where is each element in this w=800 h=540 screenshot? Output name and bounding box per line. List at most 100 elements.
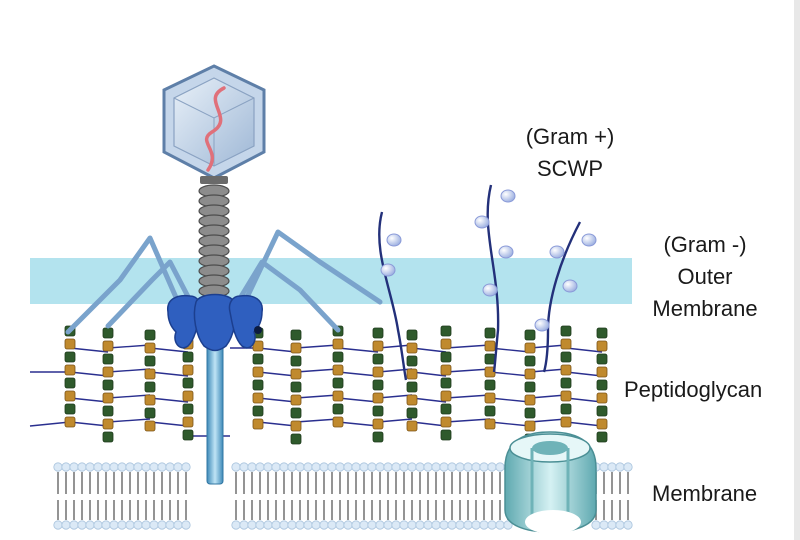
lipid-head <box>415 462 425 472</box>
scwp-bead <box>549 245 565 259</box>
peptide-block <box>596 392 608 404</box>
peptide-block <box>596 366 608 378</box>
glycan-block <box>290 433 302 445</box>
lipid-head <box>455 462 465 472</box>
peptide-block <box>102 418 114 430</box>
peptide-block <box>102 366 114 378</box>
peptide-block <box>252 392 264 404</box>
lipid-head <box>77 520 87 530</box>
page-edge <box>794 0 800 540</box>
glycan-block <box>440 403 452 415</box>
lipid-head <box>279 520 289 530</box>
peptide-block <box>372 340 384 352</box>
lipid-head <box>335 520 345 530</box>
peptide-block <box>290 368 302 380</box>
peptide-block <box>484 418 496 430</box>
peptide-crosslink <box>69 397 109 403</box>
lipid-head <box>431 520 441 530</box>
peptide-block <box>440 416 452 428</box>
peptide-crosslink <box>149 371 189 377</box>
glycan-block <box>440 429 452 441</box>
peptide-crosslink <box>337 397 379 403</box>
glycan-block <box>102 431 114 443</box>
gram-positive-text: (Gram +) <box>525 124 615 149</box>
glycan-block <box>290 329 302 341</box>
glycan-block <box>332 403 344 415</box>
glycan-block <box>372 379 384 391</box>
glycan-block <box>182 377 194 389</box>
glycan-block <box>64 403 76 415</box>
lipid-head <box>487 520 497 530</box>
glycan-block <box>182 403 194 415</box>
lipid-head <box>149 462 159 472</box>
glycan-block <box>290 381 302 393</box>
peptide-crosslink <box>529 418 567 423</box>
peptide-block <box>440 338 452 350</box>
peptide-block <box>182 390 194 402</box>
membrane-pore-protein <box>504 431 597 534</box>
peptide-block <box>372 392 384 404</box>
glycan-block <box>440 351 452 363</box>
glycan-block <box>102 327 114 339</box>
peptide-crosslink <box>565 371 603 377</box>
peptide-block <box>524 342 536 354</box>
glycan-block <box>440 377 452 389</box>
phage-tail-sheath <box>198 184 230 308</box>
lipid-head <box>327 520 337 530</box>
glycan-block <box>144 329 156 341</box>
lipid-head <box>623 520 633 530</box>
peptide-crosslink <box>107 394 151 399</box>
peptide-crosslink <box>337 421 379 427</box>
lipid-head <box>117 462 127 472</box>
peptide-block <box>484 392 496 404</box>
glycan-block <box>64 351 76 363</box>
lipid-head <box>615 462 625 472</box>
peptide-block <box>64 338 76 350</box>
lipid-head <box>303 462 313 472</box>
peptide-block <box>484 340 496 352</box>
lipid-head <box>133 462 143 472</box>
peptide-crosslink <box>257 371 297 377</box>
peptide-crosslink <box>565 347 603 353</box>
peptide-crosslink <box>295 394 339 399</box>
gram-negative-outer-membrane-label: (Gram -) Outer Membrane <box>630 232 780 322</box>
peptide-block <box>252 418 264 430</box>
scwp-bead <box>500 189 516 203</box>
peptide-block <box>252 340 264 352</box>
lipid-head <box>247 462 257 472</box>
lipid-head <box>255 462 265 472</box>
lipid-head <box>141 462 151 472</box>
glycan-block <box>596 353 608 365</box>
lipid-head <box>133 520 143 530</box>
lipid-head <box>165 520 175 530</box>
peptide-block <box>64 390 76 402</box>
peptide-block <box>144 342 156 354</box>
lipid-head <box>495 520 505 530</box>
lipid-head <box>101 520 111 530</box>
lipid-head <box>239 462 249 472</box>
membrane-label: Membrane <box>652 481 758 506</box>
lipid-head <box>439 520 449 530</box>
lipid-head <box>93 520 103 530</box>
peptide-block <box>144 368 156 380</box>
glycan-block <box>596 379 608 391</box>
lipid-head <box>109 462 119 472</box>
peptide-crosslink <box>295 344 339 349</box>
peptide-crosslink <box>565 397 603 403</box>
peptide-block <box>560 390 572 402</box>
lipid-head <box>173 462 183 472</box>
peptide-block <box>144 420 156 432</box>
phage-dna <box>204 86 226 172</box>
lipid-head <box>359 520 369 530</box>
lipid-head <box>61 520 71 530</box>
lipid-head <box>231 520 241 530</box>
glycan-block <box>596 431 608 443</box>
lipid-head <box>503 520 513 530</box>
peptide-block <box>372 366 384 378</box>
peptide-crosslink <box>411 371 447 377</box>
peptide-crosslink <box>377 418 413 423</box>
scwp-bead <box>581 233 597 247</box>
lipid-head <box>383 520 393 530</box>
glycan-block <box>144 381 156 393</box>
glycan-block <box>524 355 536 367</box>
